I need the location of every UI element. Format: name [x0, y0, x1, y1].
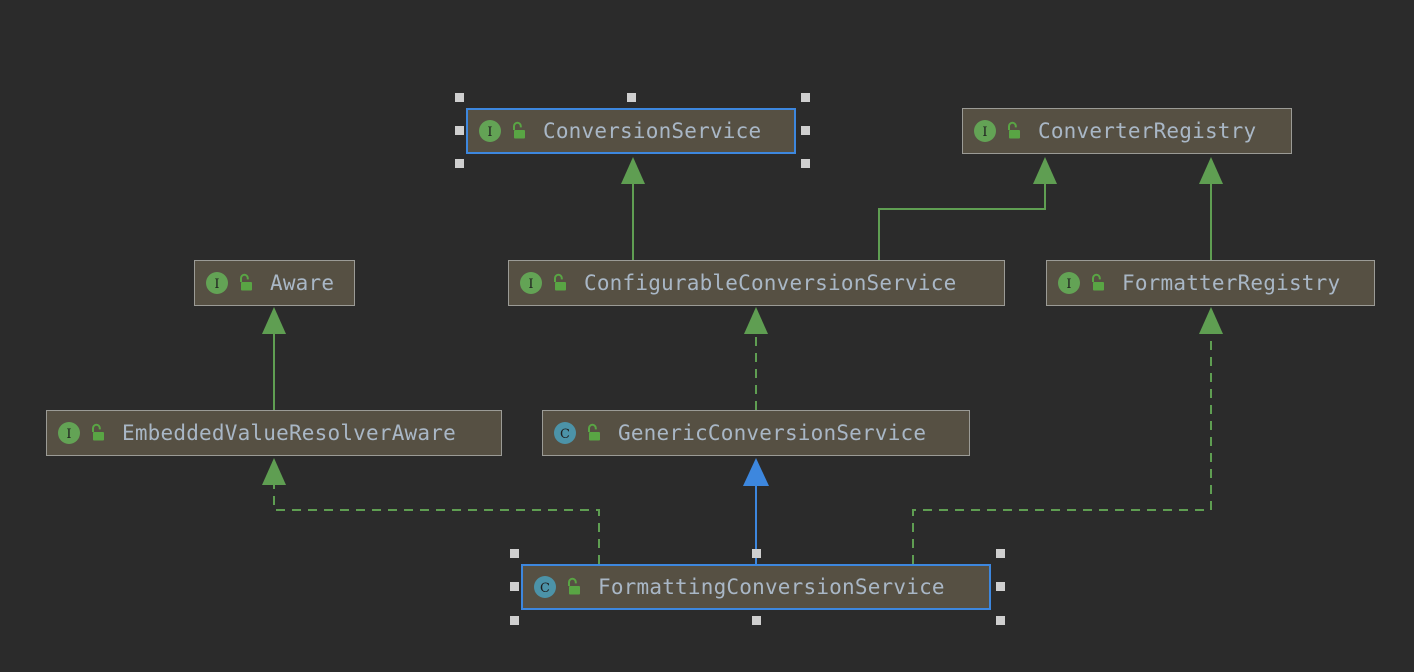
uml-node-converter-registry[interactable]: I ConverterRegistry: [962, 108, 1292, 154]
resize-handle-nw[interactable]: [455, 93, 464, 102]
resize-handle-nw[interactable]: [510, 549, 519, 558]
uml-node-formatter-registry[interactable]: I FormatterRegistry: [1046, 260, 1375, 306]
interface-circle-icon: I: [206, 272, 228, 294]
class-circle-icon: C: [534, 576, 556, 598]
open-lock-icon: [240, 273, 252, 291]
resize-handle-sw[interactable]: [455, 159, 464, 168]
uml-node-configurable-conversion-service[interactable]: I ConfigurableConversionService: [508, 260, 1005, 306]
open-lock-icon: [1092, 273, 1104, 291]
open-lock-icon: [92, 423, 104, 441]
svg-text:I: I: [66, 427, 71, 442]
interface-circle-icon: I: [58, 422, 80, 444]
open-lock-icon: [554, 273, 566, 291]
resize-handle-s[interactable]: [752, 616, 761, 625]
resize-handle-e[interactable]: [801, 126, 810, 135]
svg-text:C: C: [560, 427, 570, 442]
uml-node-aware[interactable]: I Aware: [194, 260, 355, 306]
uml-node-label: GenericConversionService: [618, 420, 927, 445]
resize-handle-se[interactable]: [801, 159, 810, 168]
resize-handle-w[interactable]: [455, 126, 464, 135]
uml-node-label: EmbeddedValueResolverAware: [122, 420, 456, 445]
resize-handle-n[interactable]: [627, 93, 636, 102]
edge-gcs-to-ccs: [744, 307, 768, 410]
class-circle-icon: C: [554, 422, 576, 444]
interface-circle-icon: I: [974, 120, 996, 142]
uml-node-formatting-conversion-service[interactable]: C FormattingConversionService: [521, 564, 991, 610]
svg-text:I: I: [487, 125, 492, 140]
open-lock-icon: [513, 121, 525, 139]
uml-node-label: ConfigurableConversionService: [584, 270, 957, 295]
resize-handle-ne[interactable]: [996, 549, 1005, 558]
edge-fcs-to-evra: [262, 458, 600, 564]
uml-node-generic-conversion-service[interactable]: C GenericConversionService: [542, 410, 970, 456]
edge-evra-to-aware: [262, 307, 286, 410]
svg-text:I: I: [982, 125, 987, 140]
open-lock-icon: [1008, 121, 1020, 139]
svg-text:I: I: [528, 277, 533, 292]
resize-handle-n[interactable]: [752, 549, 761, 558]
uml-node-label: Aware: [270, 270, 335, 295]
edge-fr-to-cr: [1199, 157, 1223, 260]
uml-node-embedded-value-resolver-aware[interactable]: I EmbeddedValueResolverAware: [46, 410, 502, 456]
resize-handle-w[interactable]: [510, 582, 519, 591]
svg-text:C: C: [540, 581, 550, 596]
resize-handle-ne[interactable]: [801, 93, 810, 102]
uml-node-label: FormatterRegistry: [1122, 270, 1341, 295]
svg-text:I: I: [214, 277, 219, 292]
uml-node-label: ConverterRegistry: [1038, 118, 1257, 143]
interface-circle-icon: I: [479, 120, 501, 142]
interface-circle-icon: I: [520, 272, 542, 294]
resize-handle-sw[interactable]: [510, 616, 519, 625]
uml-node-label: ConversionService: [543, 118, 762, 143]
edge-ccs-to-cr: [878, 157, 1057, 260]
uml-node-conversion-service[interactable]: I ConversionService: [466, 108, 796, 154]
svg-text:I: I: [1066, 277, 1071, 292]
open-lock-icon: [588, 423, 600, 441]
edge-ccs-to-cs: [621, 157, 645, 260]
open-lock-icon: [568, 577, 580, 595]
resize-handle-e[interactable]: [996, 582, 1005, 591]
uml-node-label: FormattingConversionService: [598, 574, 945, 599]
interface-circle-icon: I: [1058, 272, 1080, 294]
resize-handle-se[interactable]: [996, 616, 1005, 625]
